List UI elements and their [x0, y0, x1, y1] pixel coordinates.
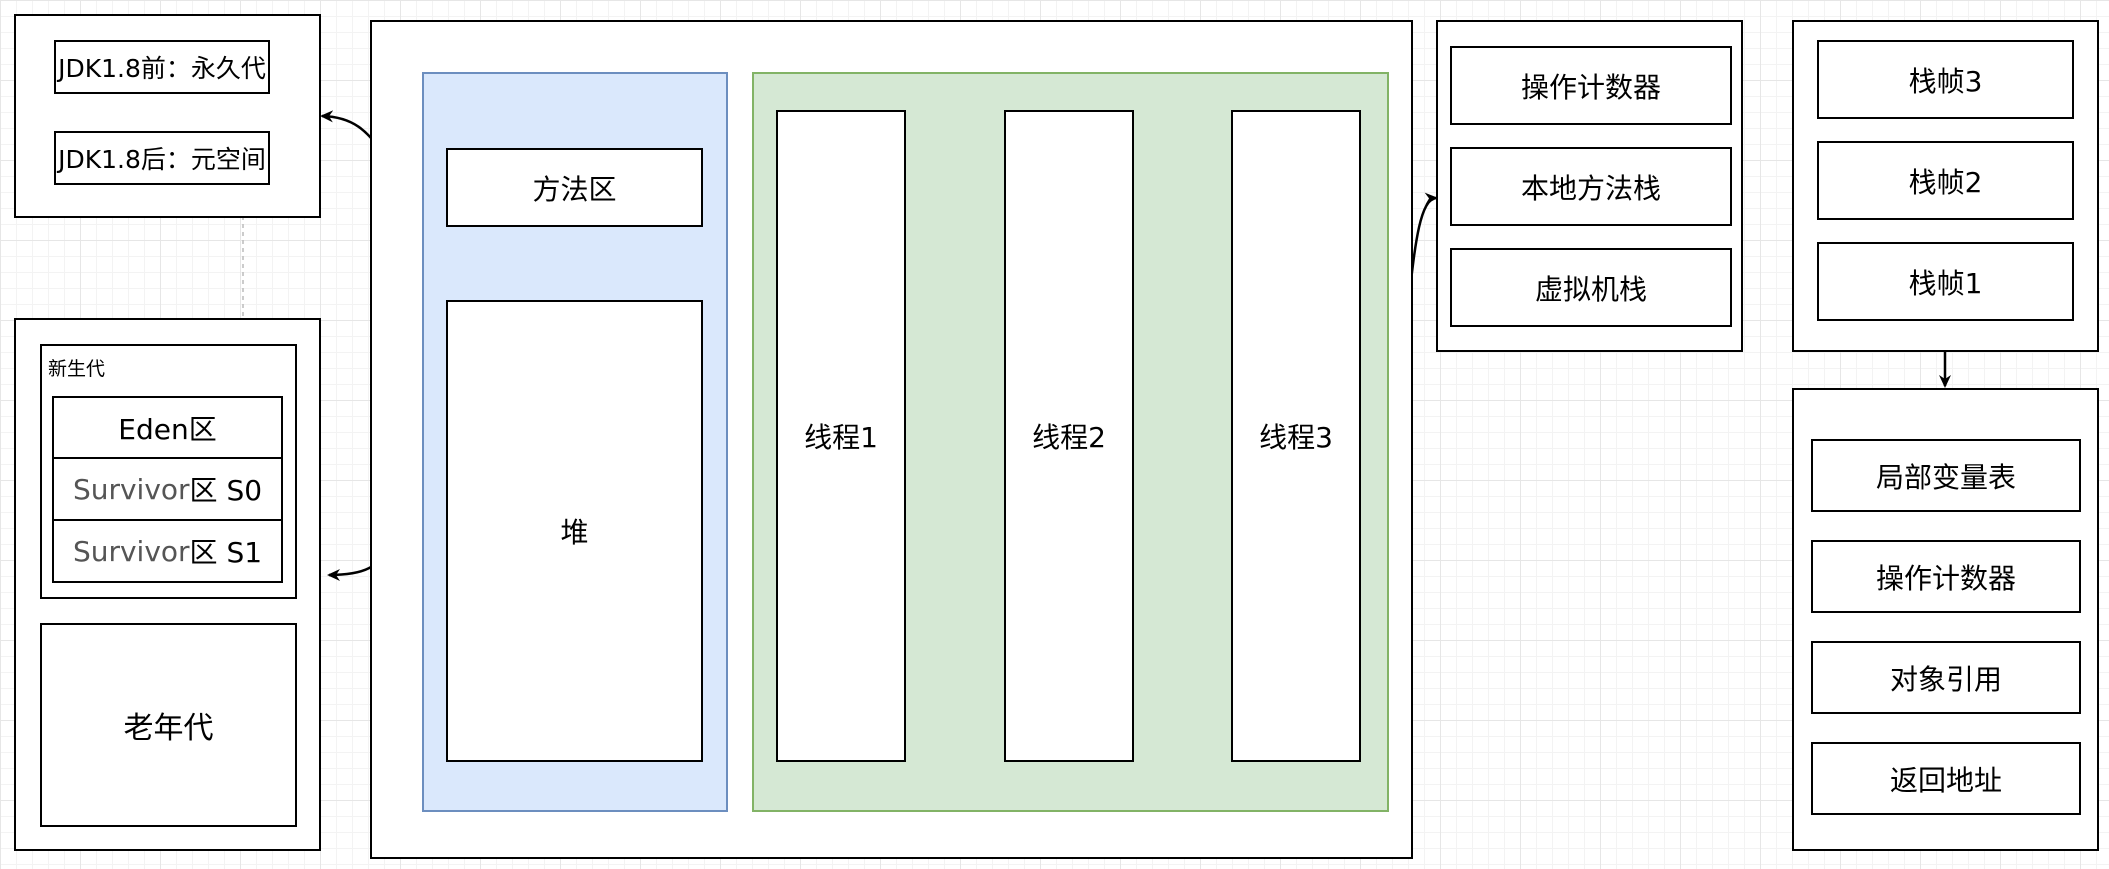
stack-frame-2: 栈帧2	[1817, 141, 2074, 220]
eden-space: Eden区	[52, 396, 283, 459]
thread-2: 线程2	[1004, 110, 1134, 762]
object-reference-label: 对象引用	[1889, 662, 2002, 696]
stack-frame-1: 栈帧1	[1817, 242, 2074, 321]
thread-1-label: 线程1	[804, 421, 878, 454]
vm-stack: 虚拟机栈	[1450, 248, 1732, 327]
program-counter-label: 操作计数器	[1520, 70, 1661, 104]
stack-frame-3: 栈帧3	[1817, 40, 2074, 119]
jdk-after-label: JDK1.8后：元空间	[54, 131, 270, 185]
young-generation-label: 新生代	[48, 358, 106, 380]
jdk-version-box: JDK1.8前：永久代 JDK1.8后：元空间	[14, 14, 321, 218]
native-method-stack: 本地方法栈	[1450, 147, 1732, 226]
stack-frame-2-label: 栈帧2	[1908, 165, 1983, 199]
program-counter: 操作计数器	[1450, 46, 1732, 125]
thread-1: 线程1	[776, 110, 906, 762]
method-area: 方法区	[446, 148, 703, 227]
vm-stack-label: 虚拟机栈	[1534, 272, 1647, 306]
survivor-s0-suffix: 区 S0	[189, 474, 263, 507]
stack-frame-3-label: 栈帧3	[1908, 64, 1983, 98]
survivor-s0-prefix: Survivor	[72, 472, 190, 506]
frame-program-counter: 操作计数器	[1811, 540, 2081, 613]
return-address-label: 返回地址	[1889, 763, 2002, 797]
old-generation-label: 老年代	[123, 711, 214, 746]
heap-label: 堆	[560, 516, 589, 549]
method-area-label: 方法区	[532, 172, 617, 206]
jdk-before-label: JDK1.8前：永久代	[54, 40, 270, 94]
survivor-s1-prefix: Survivor	[72, 534, 190, 568]
local-variable-table-label: 局部变量表	[1875, 460, 2016, 494]
thread-2-label: 线程2	[1032, 421, 1106, 454]
old-generation: 老年代	[40, 623, 297, 827]
local-variable-table: 局部变量表	[1811, 439, 2081, 512]
thread-3: 线程3	[1231, 110, 1361, 762]
survivor-s1-suffix: 区 S1	[189, 536, 263, 569]
jvm-runtime-box: 方法区 堆 线程1 线程2 线程3	[370, 20, 1413, 859]
object-reference: 对象引用	[1811, 641, 2081, 714]
stack-frames-box: 栈帧3 栈帧2 栈帧1	[1792, 20, 2099, 352]
eden-label: Eden区	[118, 412, 217, 446]
return-address: 返回地址	[1811, 742, 2081, 815]
thread-3-label: 线程3	[1259, 421, 1333, 454]
thread-private-box: 操作计数器 本地方法栈 虚拟机栈	[1436, 20, 1743, 352]
native-method-stack-label: 本地方法栈	[1520, 171, 1661, 205]
heap: 堆	[446, 300, 703, 762]
frame-detail-box: 局部变量表 操作计数器 对象引用 返回地址	[1792, 388, 2099, 851]
frame-program-counter-label: 操作计数器	[1875, 561, 2016, 595]
stack-frame-1-label: 栈帧1	[1908, 266, 1983, 300]
